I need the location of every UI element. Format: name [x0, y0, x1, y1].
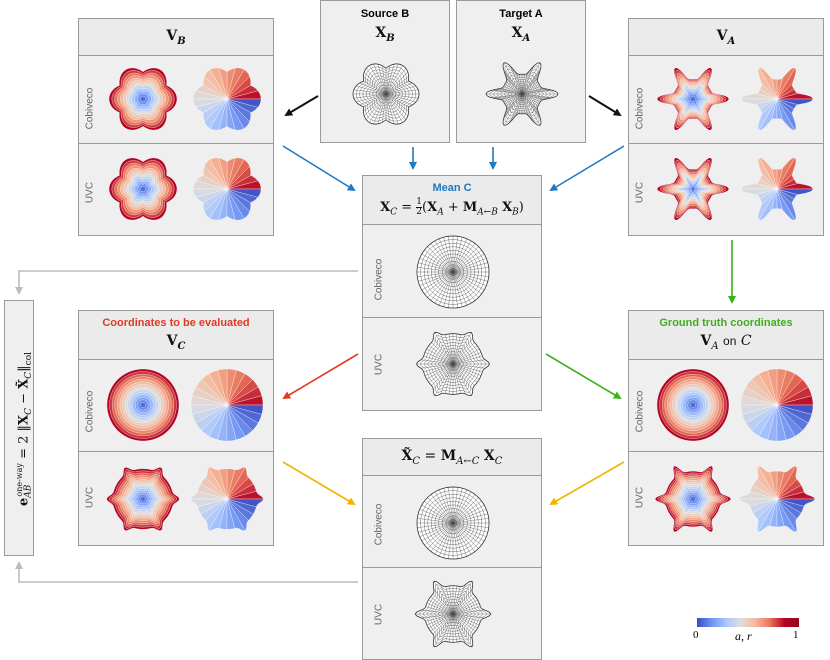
gt-cobiveco-contour [656, 368, 730, 442]
target-a-math: XA [511, 25, 531, 44]
arrow-mean-to-error [15, 270, 358, 295]
xtilde-panel: X̃C = MA←C XC Cobiveco UVC [362, 438, 542, 660]
colorbar [697, 618, 799, 627]
arrow-mean-to-vc [282, 353, 359, 400]
xtilde-row-divider [363, 567, 541, 568]
source-b-mesh [352, 63, 420, 125]
mean-c-cobiveco-mesh [416, 235, 490, 309]
mean-c-uvc-label: UVC [373, 353, 385, 376]
vb-cobiveco-contour [108, 67, 178, 131]
xtilde-uvc-mesh [414, 580, 492, 648]
colorbar-min: 0 [693, 629, 699, 641]
target-a-mesh [485, 62, 559, 126]
gt-cobiveco-label: Cobiveco [634, 390, 646, 433]
error-math: eABone-way = 2 ‖XC − X̃C‖col [15, 352, 34, 506]
vb-uvc-contour [108, 157, 178, 221]
arrow-xtilde-to-error [15, 561, 358, 583]
gt-uvc-angular [738, 465, 816, 533]
error-panel: eABone-way = 2 ‖XC − X̃C‖col [4, 300, 34, 556]
vc-header: Coordinates to be evaluated VC [79, 311, 273, 360]
vc-uvc-contour [106, 467, 180, 531]
vc-uvc-label: UVC [84, 486, 96, 509]
target-a-panel: Target A XA [456, 0, 586, 143]
vc-uvc-angular [190, 467, 264, 531]
gt-panel: Ground truth coordinates VA on C Cobivec… [628, 310, 824, 546]
gt-title: Ground truth coordinates [659, 317, 793, 329]
mean-c-cobiveco-label: Cobiveco [373, 258, 385, 301]
arrow-target-to-va [588, 95, 622, 117]
vb-uvc-label: UVC [84, 181, 96, 204]
arrow-vc-to-xtilde [282, 461, 356, 506]
source-b-title: Source B [360, 8, 410, 20]
vc-panel: Coordinates to be evaluated VC Cobiveco … [78, 310, 274, 546]
va-header: VA [629, 19, 823, 56]
colorbar-max: 1 [793, 629, 799, 641]
arrow-va-to-mean [549, 145, 625, 192]
source-b-math: XB [375, 25, 395, 44]
va-panel: VA Cobiveco UVC [628, 18, 824, 236]
mean-c-uvc-mesh [416, 331, 490, 397]
arrow-mean-to-gt [545, 353, 622, 400]
vb-uvc-angular [192, 157, 262, 221]
mean-c-row-divider [363, 317, 541, 318]
arrow-gt-to-xtilde [549, 461, 625, 505]
arrow-source-to-vb [284, 95, 319, 117]
vb-panel: VB Cobiveco UVC [78, 18, 274, 236]
va-uvc-angular [740, 157, 814, 221]
vc-cobiveco-angular [190, 368, 264, 442]
xtilde-math: X̃C = MA←C XC [401, 448, 503, 467]
xtilde-uvc-label: UVC [373, 603, 385, 626]
vb-math: VB [166, 28, 186, 47]
va-uvc-label: UVC [634, 181, 646, 204]
xtilde-cobiveco-mesh [416, 486, 490, 560]
vc-math: VC [166, 333, 186, 352]
va-cobiveco-angular [740, 67, 814, 131]
va-row-divider [629, 143, 823, 144]
gt-row-divider [629, 451, 823, 452]
xtilde-header: X̃C = MA←C XC [363, 439, 541, 476]
vc-cobiveco-label: Cobiveco [84, 390, 96, 433]
va-cobiveco-contour [656, 67, 730, 131]
vb-cobiveco-angular [192, 67, 262, 131]
vc-row-divider [79, 451, 273, 452]
vb-cobiveco-label: Cobiveco [84, 87, 96, 130]
vb-row-divider [79, 143, 273, 144]
mean-c-title: Mean C [432, 182, 472, 194]
va-uvc-contour [656, 157, 730, 221]
vc-title: Coordinates to be evaluated [102, 317, 250, 329]
gt-cobiveco-angular [740, 368, 814, 442]
vc-cobiveco-contour [106, 368, 180, 442]
target-a-title: Target A [499, 8, 543, 20]
gt-math: VA on C [700, 333, 752, 352]
va-cobiveco-label: Cobiveco [634, 87, 646, 130]
arrow-vb-to-mean [282, 145, 356, 192]
gt-uvc-label: UVC [634, 486, 646, 509]
colorbar-label: a, r [735, 629, 752, 643]
va-math: VA [716, 28, 736, 47]
gt-uvc-contour [654, 465, 732, 533]
vb-header: VB [79, 19, 273, 56]
xtilde-cobiveco-label: Cobiveco [373, 503, 385, 546]
source-b-panel: Source B XB [320, 0, 450, 143]
gt-header: Ground truth coordinates VA on C [629, 311, 823, 360]
